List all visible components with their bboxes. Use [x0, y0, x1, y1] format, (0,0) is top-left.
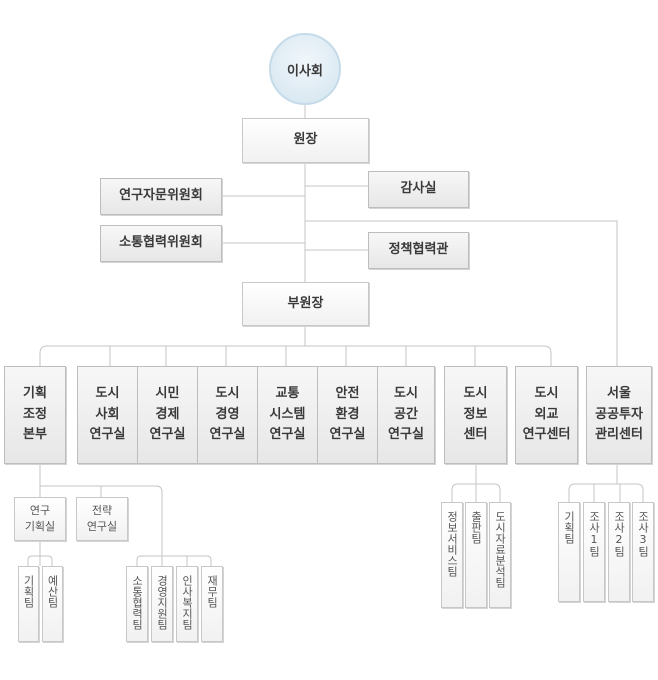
- team-communication-label: 소통협력팀: [130, 575, 144, 630]
- vice-president-box: 부원장: [242, 282, 369, 326]
- team-planning-label: 기획팀: [22, 575, 35, 608]
- board-circle: 이사회: [269, 33, 341, 105]
- team-finance: 재무팀: [201, 566, 223, 642]
- audit-office-box: 감사실: [368, 171, 469, 208]
- team-urban-data-analysis: 도시자료분석팀: [489, 502, 511, 608]
- team-budget-label: 예산팀: [46, 575, 59, 608]
- team-communication: 소통협력팀: [126, 566, 148, 642]
- division-planning-hq: 기획 조정 본부: [4, 366, 66, 464]
- team-survey-2-label: 조사2팀: [612, 511, 626, 557]
- division-urban-management-lab: 도시 경영 연구실: [197, 366, 258, 464]
- division-public-investment-center: 서울 공공투자 관리센터: [586, 366, 652, 464]
- team-hr-welfare: 인사복지팀: [176, 566, 198, 642]
- division-transport-systems-lab: 교통 시스템 연구실: [257, 366, 318, 464]
- team-publishing: 출판팀: [465, 502, 487, 608]
- division-urban-info-center: 도시 정보 센터: [444, 366, 507, 464]
- office-research-planning: 연구 기획실: [14, 497, 66, 541]
- team-survey-3: 조사3팀: [632, 502, 654, 602]
- office-strategy-research: 전략 연구실: [76, 497, 128, 541]
- team-survey-1: 조사1팀: [583, 502, 605, 602]
- team-publishing-label: 출판팀: [469, 511, 483, 544]
- division-urban-space-lab: 도시 공간 연구실: [377, 366, 435, 464]
- research-advisory-committee-box: 연구자문위원회: [100, 178, 222, 215]
- division-urban-society-lab: 도시 사회 연구실: [77, 366, 138, 464]
- team-survey-1-label: 조사1팀: [587, 511, 601, 557]
- team-hr-welfare-label: 인사복지팀: [180, 575, 194, 630]
- team-finance-label: 재무팀: [205, 575, 219, 608]
- team-investment-planning: 기획팀: [558, 502, 580, 602]
- division-urban-diplomacy-center: 도시 외교 연구센터: [515, 366, 578, 464]
- communication-committee-box: 소통협력위원회: [100, 225, 222, 262]
- team-survey-3-label: 조사3팀: [636, 511, 650, 557]
- team-info-service: 정보서비스팀: [441, 502, 463, 608]
- team-survey-2: 조사2팀: [608, 502, 630, 602]
- division-safety-environment-lab: 안전 환경 연구실: [317, 366, 378, 464]
- team-planning: 기획팀: [18, 566, 39, 642]
- team-urban-data-analysis-label: 도시자료분석팀: [493, 511, 507, 588]
- team-management-support: 경영지원팀: [151, 566, 173, 642]
- team-budget: 예산팀: [42, 566, 63, 642]
- policy-cooperation-box: 정책협력관: [368, 232, 469, 269]
- team-info-service-label: 정보서비스팀: [445, 511, 459, 577]
- team-management-support-label: 경영지원팀: [155, 575, 169, 630]
- division-civic-economy-lab: 시민 경제 연구실: [137, 366, 198, 464]
- team-investment-planning-label: 기획팀: [562, 511, 576, 544]
- president-box: 원장: [242, 118, 369, 163]
